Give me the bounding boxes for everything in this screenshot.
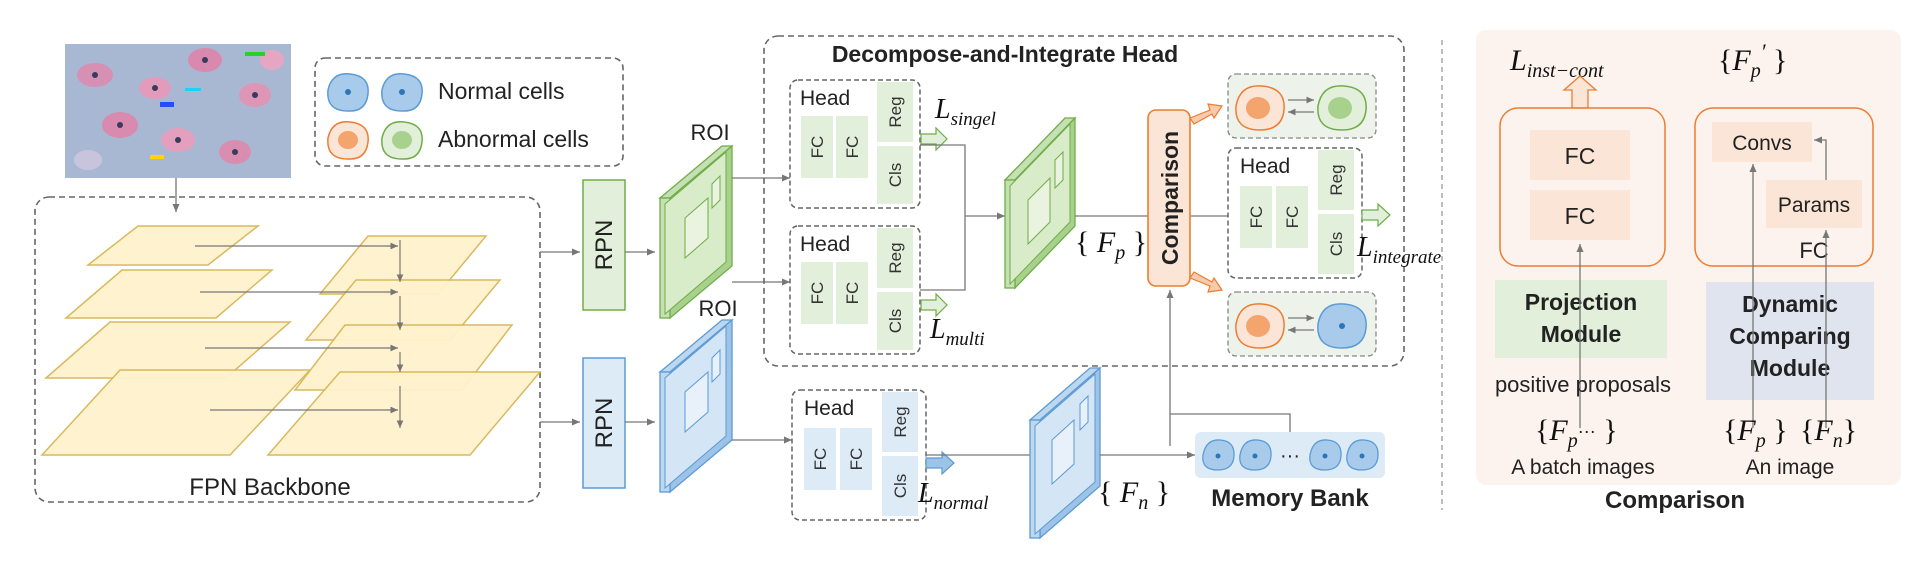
dih-title: Decompose-and-Integrate Head bbox=[832, 41, 1178, 67]
loss-normal: Lnormal bbox=[917, 478, 988, 514]
head-singel-fc2: FC bbox=[843, 136, 862, 159]
roi-bottom-label: ROI bbox=[698, 296, 737, 321]
projection-fc1: FC bbox=[1565, 143, 1596, 169]
head-integrate-reg: Reg bbox=[1327, 164, 1346, 195]
head-singel-label: Head bbox=[800, 87, 850, 110]
head-singel-cls: Cls bbox=[886, 163, 905, 188]
fpn-backbone-box bbox=[34, 196, 541, 503]
comparison-block-label: Comparison bbox=[1157, 131, 1183, 265]
head-singel-reg: Reg bbox=[886, 96, 905, 127]
comparison-panel-title: Comparison bbox=[1605, 487, 1745, 514]
fpn-backbone-label: FPN Backbone bbox=[189, 474, 350, 501]
instcont-up-arrow bbox=[1562, 75, 1598, 109]
head-normal-fc2: FC bbox=[847, 448, 866, 471]
fpn-lateral-connections bbox=[195, 240, 404, 428]
loss-multi-arrow bbox=[920, 292, 948, 318]
head-normal: Head FC FC Reg Cls bbox=[791, 389, 927, 521]
dynamic-title-2: Comparing bbox=[1729, 323, 1850, 349]
head-integrate: Head FC FC Reg Cls bbox=[1227, 147, 1363, 279]
head-multi-fc1: FC bbox=[808, 282, 827, 305]
feature-fn-image: {Fn} bbox=[1800, 414, 1857, 452]
head-singel-fc1: FC bbox=[808, 136, 827, 159]
loss-normal-arrow bbox=[925, 450, 955, 476]
head-normal-label: Head bbox=[804, 397, 854, 420]
head-multi-label: Head bbox=[800, 233, 850, 256]
head-multi: Head FC FC Reg Cls bbox=[789, 225, 921, 355]
memory-bank: ··· bbox=[1195, 432, 1385, 478]
head-integrate-label: Head bbox=[1240, 155, 1290, 178]
loss-integrate-arrow bbox=[1361, 202, 1391, 228]
dynamic-params: Params bbox=[1778, 194, 1850, 217]
loss-singel-arrow bbox=[920, 126, 948, 152]
projection-title-1: Projection bbox=[1525, 289, 1637, 315]
rpn-top-label: RPN bbox=[591, 220, 618, 271]
rpn-top: RPN bbox=[582, 179, 626, 311]
feature-fpprime: {Fp′ } bbox=[1718, 39, 1787, 82]
feature-fp: { Fp } bbox=[1075, 226, 1147, 264]
batch-images-label: A batch images bbox=[1511, 456, 1655, 479]
head-normal-cls: Cls bbox=[891, 474, 910, 499]
legend-box bbox=[314, 57, 624, 167]
dynamic-title-3: Module bbox=[1750, 355, 1831, 381]
compare-arrow-up bbox=[1189, 103, 1224, 125]
fpn-pyramid-right bbox=[266, 235, 542, 456]
cell-pair-normal bbox=[1227, 291, 1377, 357]
legend-abnormal-label: Abnormal cells bbox=[438, 126, 589, 152]
head-normal-reg: Reg bbox=[891, 406, 910, 437]
microscope-image bbox=[65, 44, 291, 178]
rpn-bottom-label: RPN bbox=[591, 398, 618, 449]
roi-bottom-featuremap bbox=[658, 318, 734, 494]
head-integrate-fc1: FC bbox=[1247, 206, 1266, 229]
cell-pair-abnormal bbox=[1227, 73, 1377, 139]
dynamic-fc-label: FC bbox=[1799, 238, 1828, 263]
head-integrate-cls: Cls bbox=[1327, 232, 1346, 257]
roi-top-label: ROI bbox=[690, 120, 729, 145]
feature-fn: { Fn } bbox=[1098, 476, 1170, 514]
normal-featuremap bbox=[1028, 366, 1102, 540]
projection-title-2: Module bbox=[1541, 321, 1622, 347]
dynamic-convs: Convs bbox=[1732, 132, 1792, 155]
compare-arrow-down bbox=[1189, 271, 1224, 293]
dynamic-title-1: Dynamic bbox=[1742, 291, 1838, 317]
integrated-featuremap bbox=[1003, 116, 1077, 290]
head-normal-fc1: FC bbox=[811, 448, 830, 471]
loss-instcont: Linst−cont bbox=[1509, 44, 1604, 82]
legend-normal-label: Normal cells bbox=[438, 78, 565, 104]
fpn-pyramid-left bbox=[40, 225, 312, 456]
loss-multi: Lmulti bbox=[929, 314, 985, 350]
loss-singel: Lsingel bbox=[934, 94, 996, 130]
feature-fp-image: {Fp } bbox=[1723, 414, 1788, 452]
loss-integrate: Lintegrate bbox=[1356, 232, 1441, 268]
feature-fp-batch: {Fp··· } bbox=[1535, 414, 1618, 452]
dynamic-arrows bbox=[1749, 136, 1830, 428]
positive-proposals-label: positive proposals bbox=[1495, 372, 1671, 397]
head-integrate-fc2: FC bbox=[1283, 206, 1302, 229]
memory-bank-label: Memory Bank bbox=[1211, 485, 1369, 512]
abnormal-cell-icons bbox=[327, 121, 423, 160]
head-singel: Head FC FC Reg Cls bbox=[789, 79, 921, 209]
memory-feedback-lines bbox=[1166, 290, 1291, 446]
memory-ellipsis: ··· bbox=[1280, 445, 1300, 467]
dih-box bbox=[763, 35, 1405, 367]
head-merge-lines bbox=[920, 144, 1005, 291]
comparison-block: Comparison bbox=[1147, 109, 1191, 287]
roi-top-featuremap bbox=[658, 144, 734, 320]
projection-fc2: FC bbox=[1565, 203, 1596, 229]
rpn-bottom: RPN bbox=[582, 357, 626, 489]
projection-module: FC FC Projection Module bbox=[1495, 107, 1667, 358]
dynamic-comparing-module: Convs Params FC Dynamic Comparing Module bbox=[1694, 107, 1874, 400]
an-image-label: An image bbox=[1746, 456, 1835, 479]
normal-cell-icons bbox=[327, 73, 423, 112]
head-multi-fc2: FC bbox=[843, 282, 862, 305]
head-multi-reg: Reg bbox=[886, 242, 905, 273]
head-multi-cls: Cls bbox=[886, 309, 905, 334]
